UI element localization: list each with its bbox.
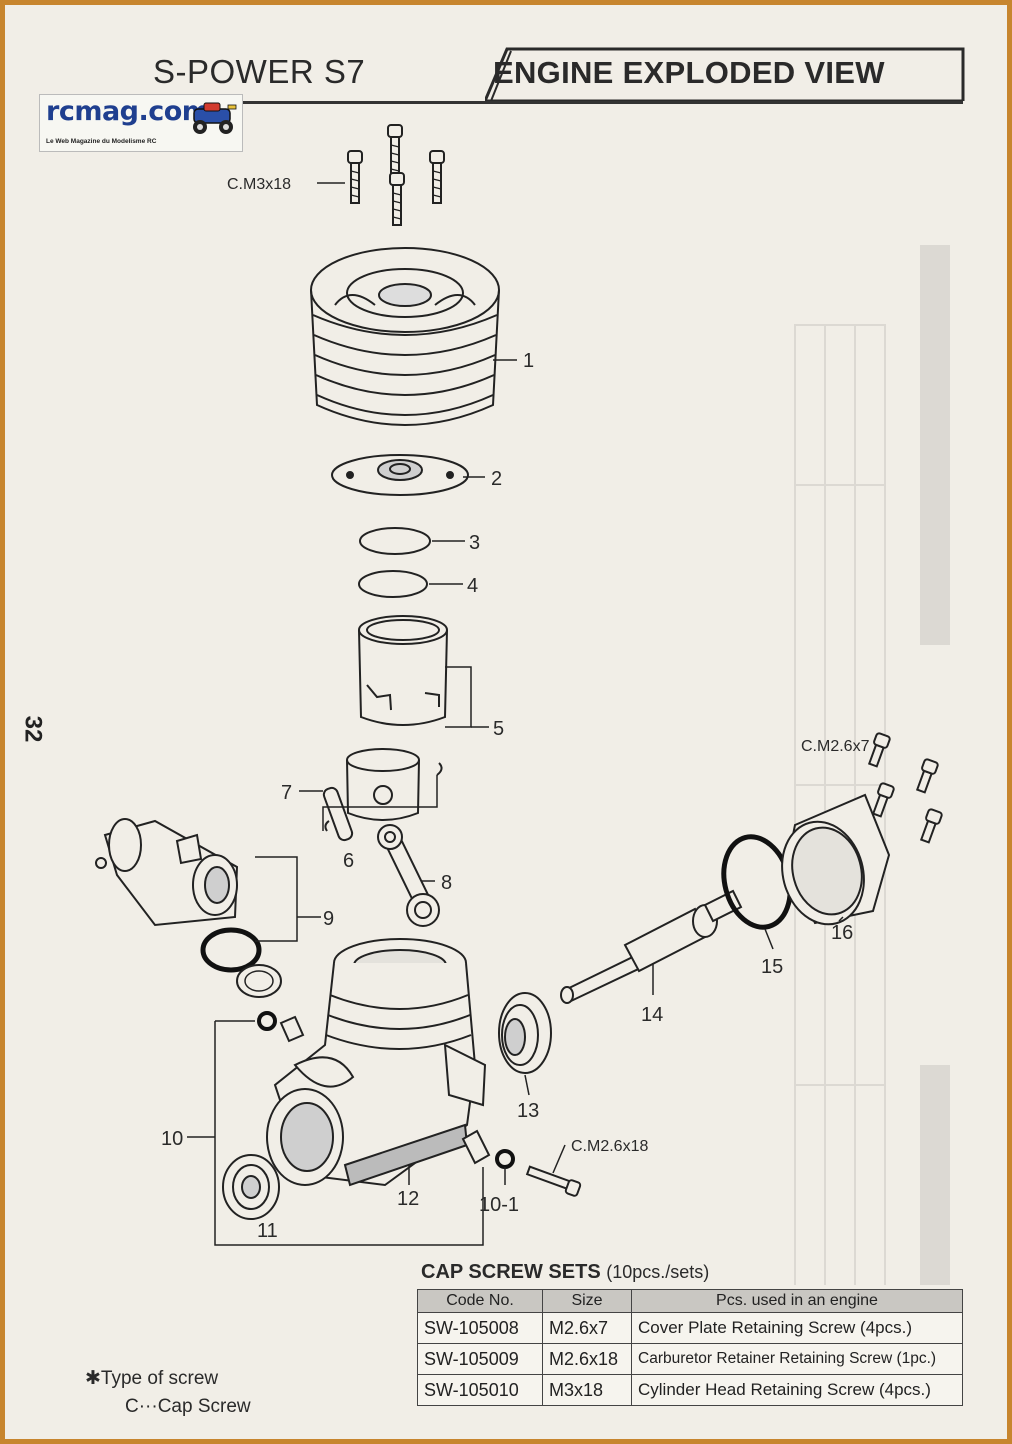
part-12-crankcase	[266, 938, 487, 1187]
part-16-back-cover	[781, 793, 891, 926]
column-code-no: Code No.	[417, 1289, 543, 1313]
part-10-fitting-upper	[257, 1011, 305, 1043]
view-title-banner: ENGINE EXPLODED VIEW	[485, 47, 965, 101]
cap-screw-sets-unit: (10pcs./sets)	[606, 1262, 710, 1282]
callout-3: 3	[469, 532, 480, 554]
part-9-carburetor	[95, 818, 239, 927]
part-9-insulator	[236, 964, 282, 998]
part-5-sleeve	[358, 615, 448, 726]
callout-15: 15	[761, 956, 783, 978]
callout-2: 2	[491, 468, 502, 490]
callout-1: 1	[523, 350, 534, 372]
buggy-icon	[193, 102, 237, 134]
part-11-rear-bearing	[222, 1154, 280, 1220]
part-7-circlip-right	[436, 762, 443, 776]
code-cell: SW-105008	[417, 1312, 543, 1344]
callout-16: 16	[831, 922, 853, 944]
code-cell: SW-105010	[417, 1374, 543, 1406]
callout-screw-m3x18: C.M3x18	[227, 176, 291, 193]
size-cell: M2.6x18	[542, 1343, 632, 1375]
callout-13: 13	[517, 1100, 539, 1122]
cylinder-head-screws	[347, 124, 445, 226]
part-6-piston-pin	[322, 786, 354, 842]
description-cell: Cylinder Head Retaining Screw (4pcs.)	[631, 1374, 963, 1406]
carburetor-retainer-screw	[525, 1165, 582, 1197]
table-row: SW-105009 M2.6x18 Carburetor Retainer Re…	[417, 1343, 963, 1375]
callout-5: 5	[493, 718, 504, 740]
view-title-frame	[485, 47, 965, 101]
callout-11: 11	[257, 1220, 278, 1242]
note-line-2: C···Cap Screw	[125, 1396, 251, 1417]
callout-8: 8	[441, 872, 452, 894]
model-title: S-POWER S7	[153, 53, 366, 90]
callout-7: 7	[281, 782, 292, 804]
exploded-view-diagram: 1 2 3 4 5 6 7 8 9 10 10-1 11 12 13 14 15…	[95, 124, 943, 1246]
callout-9: 9	[323, 908, 334, 930]
part-9-o-ring	[200, 927, 262, 973]
description-cell: Cover Plate Retaining Screw (4pcs.)	[631, 1312, 963, 1344]
part-1-cylinder-head	[310, 247, 500, 426]
callout-4: 4	[467, 575, 478, 597]
logo-tagline: Le Web Magazine du Modelisme RC	[46, 138, 157, 145]
logo-text: rcmag.com	[46, 96, 210, 127]
description-cell: Carburetor Retainer Retaining Screw (1pc…	[631, 1343, 963, 1375]
callout-14: 14	[641, 1004, 663, 1026]
callout-screw-m2-6x7: C.M2.6x7	[801, 738, 870, 755]
header-rule	[153, 101, 963, 104]
cap-screw-sets-heading: CAP SCREW SETS	[421, 1261, 601, 1283]
cap-screw-sets-title: CAP SCREW SETS (10pcs./sets)	[421, 1261, 709, 1284]
table-header-row: Code No. Size Pcs. used in an engine	[417, 1289, 963, 1313]
callout-10: 10	[161, 1128, 183, 1150]
cover-plate-screws	[867, 732, 943, 844]
table-row: SW-105008 M2.6x7 Cover Plate Retaining S…	[417, 1312, 963, 1344]
part-8-connecting-rod	[377, 824, 440, 927]
part-3-gasket	[359, 527, 431, 555]
column-pcs-used: Pcs. used in an engine	[631, 1289, 963, 1313]
note-line-1: ✱Type of screw	[85, 1368, 219, 1389]
part-2-head-plate	[331, 454, 469, 496]
callout-screw-m2-6x18: C.M2.6x18	[571, 1138, 648, 1155]
part-4-gasket	[358, 570, 428, 598]
rcmag-logo[interactable]: rcmag.com Le Web Magazine du Modelisme R…	[39, 94, 243, 152]
callout-12: 12	[397, 1188, 419, 1210]
column-size: Size	[542, 1289, 632, 1313]
part-10-1-fitting-lower	[461, 1129, 515, 1169]
size-cell: M3x18	[542, 1374, 632, 1406]
part-piston	[346, 748, 420, 821]
size-cell: M2.6x7	[542, 1312, 632, 1344]
cap-screw-sets-table: Code No. Size Pcs. used in an engine SW-…	[417, 1289, 963, 1406]
part-7-circlip-left	[324, 820, 330, 832]
callout-10-1: 10-1	[479, 1194, 519, 1216]
part-14-crankshaft	[560, 889, 743, 1004]
screw-type-note: ✱Type of screw C···Cap Screw	[85, 1365, 251, 1421]
part-13-front-bearing	[498, 992, 552, 1074]
code-cell: SW-105009	[417, 1343, 543, 1375]
callout-6: 6	[343, 850, 354, 872]
table-row: SW-105010 M3x18 Cylinder Head Retaining …	[417, 1374, 963, 1406]
view-title: ENGINE EXPLODED VIEW	[493, 55, 885, 90]
